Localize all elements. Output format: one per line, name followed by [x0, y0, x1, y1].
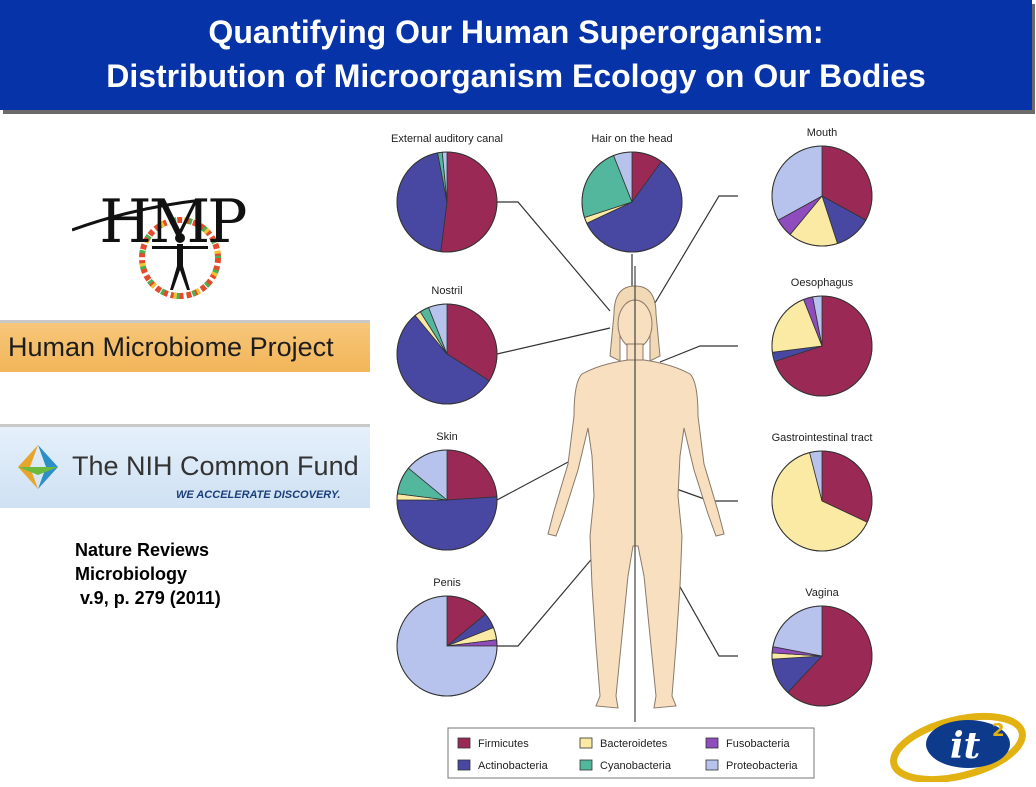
hmp-logo: HMP [72, 187, 249, 299]
pie-label-mouth: Mouth [807, 127, 838, 139]
connector-ear [497, 201, 611, 312]
pie-outline [771, 605, 873, 707]
pie-label-external-auditory-canal: External auditory canal [391, 133, 503, 145]
pie-charts: External auditory canal Hair on the head M… [391, 127, 873, 707]
it2-logo-superscript: 2 [992, 720, 1005, 741]
pie-mouth: Mouth [771, 127, 873, 247]
pie-label-penis: Penis [433, 577, 461, 589]
pie-outline [396, 449, 498, 551]
it2-logo: it 2 [890, 712, 1026, 782]
pie-label-gastrointestinal-tract: Gastrointestinal tract [772, 432, 873, 444]
microbiome-figure: External auditory canal Hair on the head M… [391, 127, 873, 779]
nih-tagline: WE ACCELERATE DISCOVERY. [176, 489, 341, 501]
body-hair [609, 285, 661, 362]
slide-title-line-2: Distribution of Microorganism Ecology on… [106, 58, 926, 94]
connector-mouth [639, 195, 738, 329]
vitruvian-figure-icon [152, 233, 208, 290]
pie-label-hair-on-the-head: Hair on the head [591, 133, 672, 145]
pie-label-nostril: Nostril [431, 285, 462, 297]
connector-nostril [496, 327, 611, 355]
connector-skin [496, 460, 571, 501]
pie-outline [581, 151, 683, 253]
pie-outline [771, 450, 873, 552]
citation-line-2: Microbiology [75, 564, 187, 584]
pie-label-skin: Skin [436, 431, 457, 443]
legend-swatch-proteobacteria [705, 759, 719, 771]
nih-common-fund-banner: The NIH Common Fund WE ACCELERATE DISCOV… [0, 424, 370, 508]
legend-label-actinobacteria: Actinobacteria [478, 760, 549, 772]
pie-skin: Skin [396, 431, 498, 551]
citation-line-1: Nature Reviews [75, 540, 210, 560]
legend-label-proteobacteria: Proteobacteria [726, 760, 798, 772]
pie-outline [396, 151, 498, 253]
legend-swatch-firmicutes [457, 737, 471, 749]
pie-slice-external-auditory-canal-actinobacteria [396, 152, 448, 253]
pie-external-auditory-canal: External auditory canal [391, 133, 503, 253]
pie-outline [771, 295, 873, 397]
legend-swatch-cyanobacteria [579, 759, 593, 771]
torso-and-limbs [547, 359, 725, 709]
hmp-banner-text: Human Microbiome Project [8, 332, 334, 362]
pie-vagina: Vagina [771, 587, 873, 707]
nih-title: The NIH Common Fund [72, 451, 359, 481]
pie-slice-skin-actinobacteria [396, 496, 498, 551]
pie-label-oesophagus: Oesophagus [791, 277, 854, 289]
citation-line-3: v.9, p. 279 (2011) [75, 588, 221, 608]
legend-swatch-fusobacteria [705, 737, 719, 749]
legend-label-cyanobacteria: Cyanobacteria [600, 760, 672, 772]
slide-title-line-1: Quantifying Our Human Superorganism: [208, 14, 824, 50]
hmp-logo-text: HMP [99, 187, 246, 257]
pie-gastrointestinal-tract: Gastrointestinal tract [771, 432, 873, 552]
human-body-illustration [547, 266, 725, 722]
pie-slice-external-auditory-canal-firmicutes [440, 151, 498, 253]
pie-outline [396, 303, 498, 405]
pie-outline [396, 595, 498, 697]
slide-header: Quantifying Our Human Superorganism: Dis… [0, 0, 1032, 110]
pie-nostril: Nostril [396, 285, 498, 405]
pie-oesophagus: Oesophagus [771, 277, 873, 397]
it2-logo-text: it [950, 725, 981, 767]
legend-label-firmicutes: Firmicutes [478, 738, 529, 750]
hmp-banner: Human Microbiome Project [0, 320, 370, 372]
legend-label-fusobacteria: Fusobacteria [726, 738, 790, 750]
pie-slice-skin-firmicutes [446, 449, 498, 501]
legend-swatch-actinobacteria [457, 759, 471, 771]
legend-label-bacteroidetes: Bacteroidetes [600, 738, 668, 750]
pie-penis: Penis [396, 577, 498, 697]
pie-outline [771, 145, 873, 247]
legend-box [447, 727, 815, 779]
chart-legend: Firmicutes Bacteroidetes FusobacteriaActin… [447, 727, 815, 779]
pie-hair-on-the-head: Hair on the head [581, 133, 683, 253]
pie-label-vagina: Vagina [805, 587, 839, 599]
nih-swoosh-icon [18, 445, 58, 489]
connector-oesophagus [659, 345, 738, 363]
citation: Nature Reviews Microbiology v.9, p. 279 … [75, 538, 221, 610]
legend-swatch-bacteroidetes [579, 737, 593, 749]
